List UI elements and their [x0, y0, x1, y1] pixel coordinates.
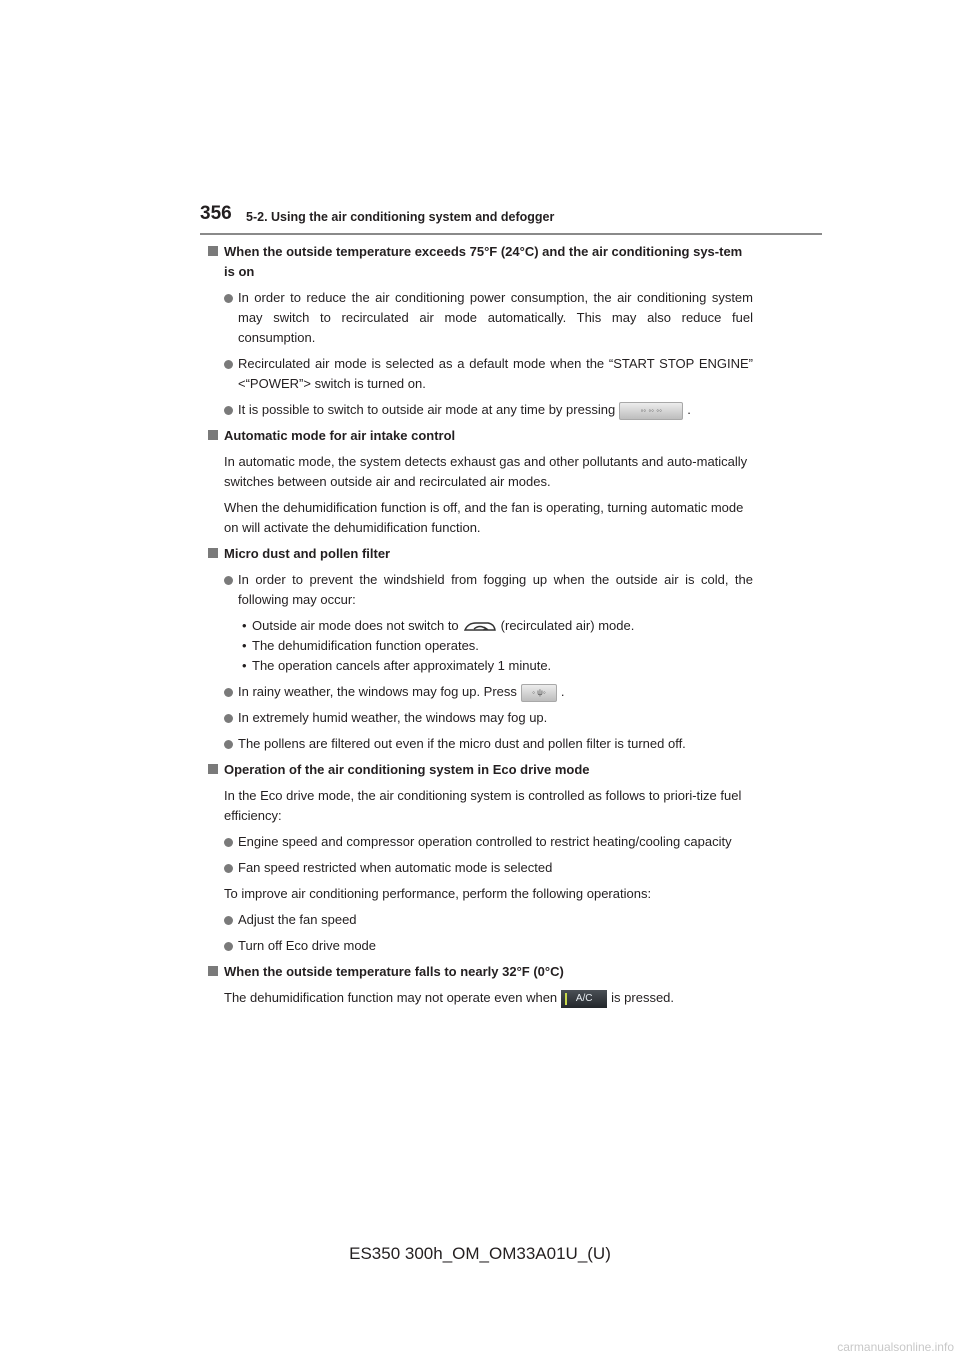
section-heading: Operation of the air conditioning system…: [208, 760, 753, 780]
square-bullet-icon: [208, 966, 218, 976]
paragraph: In the Eco drive mode, the air condition…: [224, 788, 742, 823]
defroster-button-icon: ◦ ψ◦: [520, 683, 557, 702]
footer-model-code: ES350 300h_OM_OM33A01U_(U): [349, 1244, 611, 1263]
list-item: Adjust the fan speed: [208, 910, 753, 930]
dot-bullet-icon: [224, 406, 233, 415]
square-bullet-icon: [208, 548, 218, 558]
list-item: Recirculated air mode is selected as a d…: [208, 354, 753, 394]
page-number: 356: [200, 203, 232, 224]
air-intake-button-icon: ◦◦ ◦◦ ◦◦: [619, 401, 684, 420]
sub-list-item: •The dehumidification function operates.: [242, 638, 479, 653]
dot-bullet-icon: [224, 360, 233, 369]
list-item: In extremely humid weather, the windows …: [208, 708, 753, 728]
dot-bullet-icon: [224, 838, 233, 847]
list-item: In rainy weather, the windows may fog up…: [208, 682, 753, 702]
dot-bullet-icon: [224, 740, 233, 749]
dot-bullet-icon: [224, 688, 233, 697]
list-item: It is possible to switch to outside air …: [208, 400, 753, 420]
watermark: carmanualsonline.info: [837, 1340, 954, 1354]
chapter-title: 5-2. Using the air conditioning system a…: [246, 210, 555, 224]
paragraph: To improve air conditioning performance,…: [224, 886, 652, 901]
list-item: Fan speed restricted when automatic mode…: [208, 858, 753, 878]
dot-bullet-icon: [224, 864, 233, 873]
dot-bullet-icon: [224, 916, 233, 925]
sub-list-item: •Outside air mode does not switch to(rec…: [242, 618, 635, 633]
page-content: When the outside temperature exceeds 75°…: [208, 242, 753, 1014]
list-item: Engine speed and compressor operation co…: [208, 832, 753, 852]
list-item: Turn off Eco drive mode: [208, 936, 753, 956]
square-bullet-icon: [208, 764, 218, 774]
header-rule: [200, 233, 822, 235]
paragraph: In automatic mode, the system detects ex…: [224, 454, 748, 489]
list-item: In order to prevent the windshield from …: [208, 570, 753, 610]
sub-list: •Outside air mode does not switch to(rec…: [208, 616, 753, 676]
section-heading: When the outside temperature falls to ne…: [208, 962, 753, 982]
dot-bullet-icon: [224, 576, 233, 585]
section-heading: Automatic mode for air intake control: [208, 426, 753, 446]
dot-bullet-icon: [224, 942, 233, 951]
section-heading: Micro dust and pollen filter: [208, 544, 753, 564]
ac-button-icon: A/C: [561, 989, 608, 1008]
square-bullet-icon: [208, 246, 218, 256]
list-item: The pollens are filtered out even if the…: [208, 734, 753, 754]
square-bullet-icon: [208, 430, 218, 440]
section-heading: When the outside temperature exceeds 75°…: [208, 242, 753, 282]
list-item: In order to reduce the air conditioning …: [208, 288, 753, 348]
dot-bullet-icon: [224, 294, 233, 303]
sub-list-item: •The operation cancels after approximate…: [242, 658, 552, 673]
recirculated-air-icon: [463, 621, 496, 631]
paragraph: When the dehumidification function is of…: [224, 500, 744, 535]
paragraph: The dehumidification function may not op…: [208, 988, 753, 1008]
dot-bullet-icon: [224, 714, 233, 723]
